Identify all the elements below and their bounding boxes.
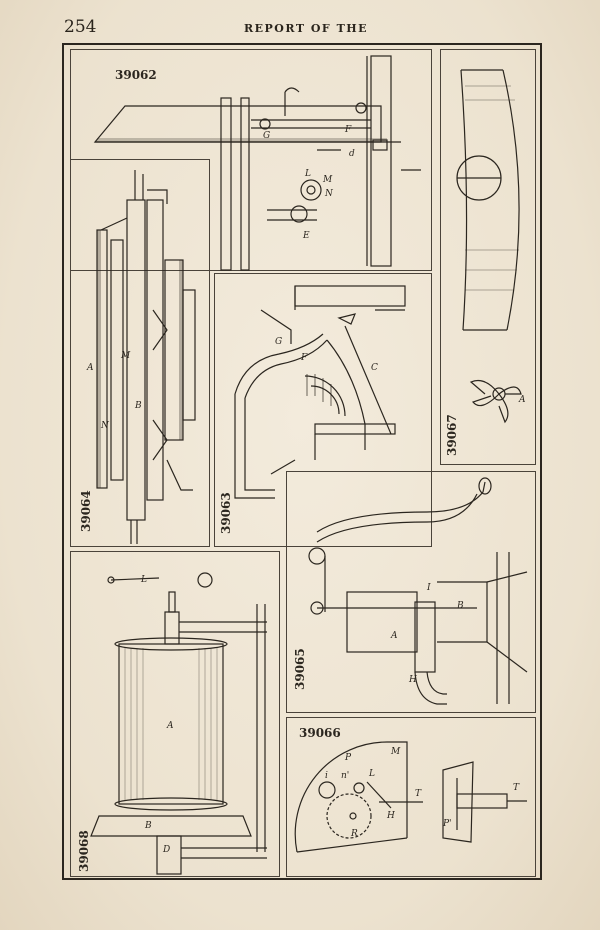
- figure-39065: 39065: [286, 471, 536, 713]
- figure-39067: 39067: [440, 49, 536, 465]
- figure-39063-drawing: G F C: [234, 285, 406, 499]
- figure-39064: 39064: [70, 159, 210, 547]
- figure-39066-label-M: M: [390, 747, 401, 757]
- figure-number-39062: 39062: [115, 68, 157, 82]
- figure-39066-label-i: i: [325, 771, 328, 781]
- figure-39063-label-C: C: [371, 363, 378, 373]
- figure-39066-label-n-prime: n': [341, 771, 349, 781]
- figure-39062-label-N: N: [324, 189, 334, 199]
- figure-39064-label-A: A: [86, 363, 94, 373]
- figure-39068-label-D: D: [162, 845, 170, 855]
- figure-39066: 39066 P M i: [286, 717, 536, 877]
- page-number: 254: [64, 17, 97, 37]
- figure-39064-label-M: M: [120, 351, 131, 361]
- figure-39064-label-N: N: [100, 421, 110, 431]
- figure-39062-label-M: M: [322, 175, 333, 185]
- figure-39063-label-F: F: [300, 353, 308, 363]
- figure-39065-label-B: B: [456, 601, 464, 611]
- figure-39068-label-A: A: [166, 721, 174, 731]
- figure-39066-label-L: L: [368, 769, 375, 779]
- figure-39062-label-L: L: [304, 169, 311, 179]
- figure-39068-label-L: L: [140, 575, 147, 585]
- figure-39062-label-d: d: [349, 149, 355, 159]
- figure-39062-label-G: G: [263, 131, 270, 141]
- figure-39067-label-A: A: [518, 395, 526, 405]
- figure-39063-label-G: G: [275, 337, 282, 347]
- figure-39066-label-P-prime: P': [442, 819, 452, 829]
- figure-39063: 39063: [214, 273, 432, 547]
- patent-drawings-plate: 39062: [62, 43, 542, 880]
- figure-39065-label-I: I: [426, 583, 431, 593]
- figure-39065-label-H: H: [408, 675, 417, 685]
- figure-39068-drawing: L A B D: [90, 572, 267, 875]
- figure-39066-label-T: T: [415, 789, 422, 799]
- figure-39066-label-P: P: [344, 753, 352, 763]
- figure-39066-label-H: H: [386, 811, 395, 821]
- figure-39067-drawing: A: [456, 69, 526, 424]
- figure-39066-drawing: P M i n' R L H T T P': [294, 741, 527, 853]
- figure-39066-label-R: R: [350, 829, 358, 839]
- figure-39062-label-E: E: [302, 231, 310, 241]
- figure-39065-drawing: A I B H: [308, 477, 528, 705]
- figure-number-39066: 39066: [299, 726, 341, 740]
- figure-39068-label-B: B: [144, 821, 152, 831]
- running-title: REPORT OF THE: [244, 22, 369, 35]
- figure-39064-label-B: B: [134, 401, 142, 411]
- figure-39066-label-T-right: T: [513, 783, 520, 793]
- figure-39068: 39068: [70, 551, 280, 877]
- figure-39062-label-F: F: [344, 125, 352, 135]
- figure-39062-drawing: G F d L M N E: [93, 55, 421, 271]
- figure-39065-label-A: A: [390, 631, 398, 641]
- figure-39064-drawing: A M N B: [86, 170, 196, 544]
